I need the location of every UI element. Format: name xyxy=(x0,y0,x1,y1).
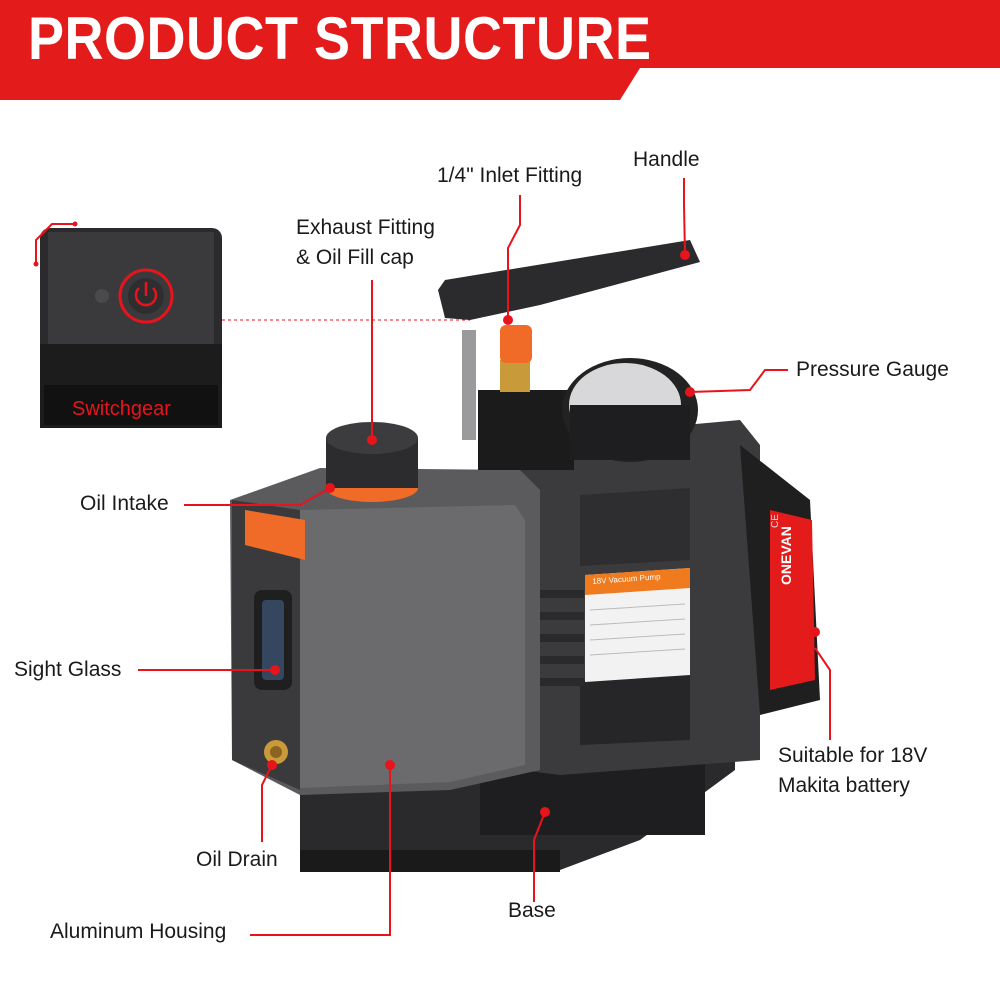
housing-callout-line xyxy=(250,765,391,936)
power-button-icon xyxy=(118,268,174,324)
switchgear-caption: Switchgear xyxy=(72,398,171,420)
callout-dots xyxy=(267,250,820,817)
inlet-cap xyxy=(500,325,532,363)
battery-label-line2: Makita battery xyxy=(778,774,910,797)
indicator-light xyxy=(95,289,109,303)
base-callout-line xyxy=(533,811,546,902)
exhaust-fitting-label: Exhaust Fitting xyxy=(296,216,435,239)
aluminum-housing-label: Aluminum Housing xyxy=(50,920,227,943)
inlet-fitting-label: 1/4" Inlet Fitting xyxy=(437,164,583,187)
callout-lines xyxy=(138,178,831,936)
handle-label: Handle xyxy=(633,148,700,171)
battery-label-line1: Suitable for 18V xyxy=(778,744,928,767)
pressure-gauge xyxy=(562,358,698,462)
oil-intake-label: Oil Intake xyxy=(80,492,169,515)
oil-drain-callout-line xyxy=(261,764,273,842)
switch-inset xyxy=(40,228,222,428)
handle-bar xyxy=(438,240,700,320)
oil-drain-label: Oil Drain xyxy=(196,848,278,871)
battery-callout-line xyxy=(814,647,831,740)
sight-glass xyxy=(254,590,292,690)
oil-intake-callout-line xyxy=(184,487,331,506)
battery-pack xyxy=(740,445,820,715)
page-title: PRODUCT STRUCTURE xyxy=(28,5,652,73)
handle-callout-line xyxy=(683,178,686,256)
spec-label xyxy=(585,568,690,682)
base-label: Base xyxy=(508,899,556,922)
oil-drain-plug xyxy=(264,740,288,764)
inlet-callout-line xyxy=(507,195,521,320)
gauge-callout-line xyxy=(689,369,788,393)
oil-fill-cap-label: & Oil Fill cap xyxy=(296,246,414,269)
brand-logo: ONEVAN xyxy=(778,526,794,585)
pressure-gauge-label: Pressure Gauge xyxy=(796,358,949,381)
sight-glass-label: Sight Glass xyxy=(14,658,122,681)
cooling-fins xyxy=(536,590,584,686)
header-banner xyxy=(0,0,1000,100)
ce-mark: CE xyxy=(770,514,781,528)
warning-sticker xyxy=(245,510,305,560)
banner-shape xyxy=(0,0,1000,100)
inlet-assembly xyxy=(462,325,574,470)
